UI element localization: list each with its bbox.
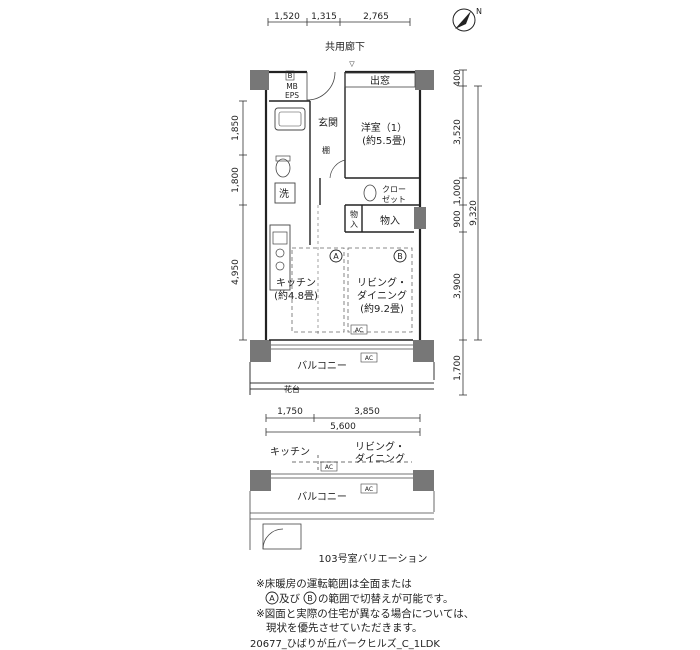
variation-ac-living: AC: [325, 464, 333, 471]
bedroom-name: 洋室（1）: [361, 121, 407, 134]
left-dimension-line: [239, 100, 247, 341]
svg-text:B: B: [307, 594, 313, 603]
shelf-label: 棚: [322, 145, 330, 155]
main-plan: [249, 70, 435, 395]
living-name-1: リビング・: [357, 276, 407, 289]
ac-label-living: AC: [355, 327, 363, 334]
note-and: 及び: [279, 593, 300, 605]
storage-small-label-2: 入: [350, 220, 358, 229]
floor-heating-area-b: [347, 247, 413, 333]
left-dim-2: 1,800: [231, 167, 241, 193]
top-dim-3: 2,765: [363, 12, 389, 22]
bay-window-label: 出窓: [370, 74, 390, 87]
column-top-right: [415, 70, 434, 90]
right-dim-5: 3,900: [453, 273, 463, 299]
note-line-1: ※床暖房の運転範囲は全面または: [256, 577, 412, 590]
variation-plan: AC AC: [249, 455, 435, 550]
mb-eps-mark: B: [288, 72, 293, 80]
note-line-3: ※図面と実際の住宅が異なる場合については、: [256, 607, 474, 620]
bedroom-size: (約5.5畳): [362, 134, 406, 147]
variation-living-label-2: ダイニング: [355, 452, 405, 465]
bottom-dim-total: 5,600: [330, 422, 356, 432]
right-dim-total: 9,320: [469, 200, 479, 226]
variation-kitchen-label: キッチン: [270, 446, 310, 458]
kitchen-sink: [272, 231, 288, 245]
genkan-label: 玄関: [318, 116, 338, 129]
marker-triangle-icon: ▽: [349, 60, 355, 68]
living-size: (約9.2畳): [360, 302, 404, 315]
kitchen-counter: [269, 224, 291, 291]
storage-label: 物入: [380, 214, 400, 227]
column-mid-right: [414, 207, 426, 229]
bay-window: [344, 72, 416, 88]
right-dimension-line: [459, 69, 482, 396]
right-dim-1: 400: [453, 69, 463, 86]
left-dim-3: 4,950: [231, 259, 241, 285]
variation-ac-balcony: AC: [365, 486, 373, 493]
column-bottom-left: [250, 340, 271, 362]
top-dimension-line: [267, 18, 411, 26]
bottom-dim-2: 3,850: [354, 407, 380, 417]
closet-label-2: ゼット: [382, 194, 406, 204]
toilet: [275, 158, 291, 178]
bedroom-door: [329, 159, 346, 179]
column-bottom-right: [413, 340, 434, 362]
variation-balcony-label: バルコニー: [297, 491, 347, 503]
washroom-label: 洗: [279, 188, 289, 200]
right-dim-3: 1,000: [453, 179, 463, 205]
compass-letter: N: [476, 7, 482, 16]
flower-stand-label: 花台: [284, 384, 300, 394]
kitchen-name: キッチン: [276, 277, 316, 289]
svg-text:の範囲で切替えが可能です。: の範囲で切替えが可能です。: [318, 592, 453, 605]
living-name-2: ダイニング: [357, 289, 407, 302]
washbasin: [274, 182, 296, 204]
area-a-mark: A: [333, 252, 339, 261]
bathtub: [274, 107, 306, 131]
left-dim-1: 1,850: [231, 115, 241, 141]
right-dim-2: 3,520: [453, 119, 463, 145]
closet-label-1: クロー: [382, 185, 406, 194]
top-dim-1: 1,520: [274, 12, 300, 22]
right-dim-6: 1,700: [453, 355, 463, 381]
note-line-4: 現状を優先させていただきます。: [266, 621, 422, 634]
svg-text:A: A: [269, 594, 275, 603]
note-line-2: A 及び B の範囲で切替えが可能です。: [265, 591, 453, 605]
variation-caption: 103号室バリエーション: [319, 552, 428, 565]
right-dim-4: 900: [453, 210, 463, 227]
balcony-label: バルコニー: [297, 360, 347, 372]
stove-burner: [275, 248, 285, 258]
variation-living-label-1: リビング・: [355, 440, 405, 453]
mb-label: MB: [286, 82, 298, 91]
column-top-left: [250, 70, 269, 90]
compass-icon: N: [452, 7, 482, 32]
entry-door: [306, 71, 336, 101]
ac-label-balcony: AC: [365, 355, 373, 362]
storage-small-label-1: 物: [350, 209, 358, 219]
bottom-dim-1: 1,750: [277, 407, 303, 417]
eps-label: EPS: [285, 91, 299, 100]
kitchen-size: (約4.8畳): [274, 289, 318, 302]
area-b-mark: B: [397, 252, 403, 261]
bottom-dimension-line: [265, 414, 421, 436]
top-dim-2: 1,315: [311, 12, 337, 22]
corridor-label: 共用廊下: [325, 40, 365, 53]
closet-fixture: [363, 184, 377, 202]
footer-code: 20677_ひばりが丘パークヒルズ_C_1LDK: [250, 637, 440, 650]
